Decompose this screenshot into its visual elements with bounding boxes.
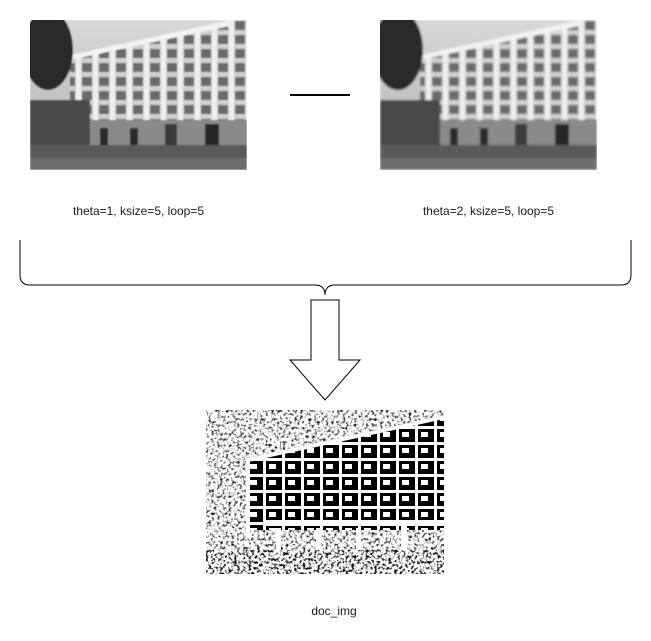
left-image-caption: theta=1, ksize=5, loop=5 <box>72 204 205 218</box>
result-image-caption: doc_img <box>311 604 357 618</box>
edge-map-image <box>206 410 444 574</box>
merge-brace <box>19 240 632 296</box>
building-photo-left <box>30 20 247 170</box>
building-photo-right <box>380 20 597 170</box>
down-arrow <box>288 299 362 401</box>
right-image-caption: theta=2, ksize=5, loop=5 <box>422 204 555 218</box>
